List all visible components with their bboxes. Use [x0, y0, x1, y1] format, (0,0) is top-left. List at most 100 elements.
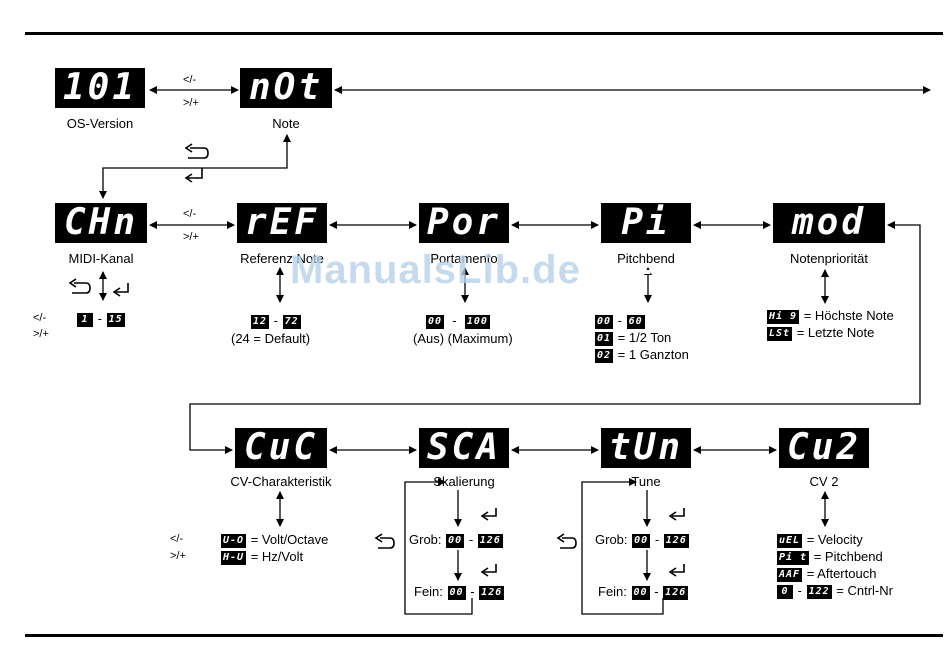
nav-next-cvc: >/+: [170, 550, 186, 562]
cvc-item-1-text: = Volt/Octave: [250, 532, 329, 547]
chip-mod-hi: Hi 9: [767, 309, 800, 324]
label-note-priority: Notenpriorität: [789, 251, 869, 266]
scaling-coarse-label: Grob:: [409, 532, 442, 547]
display-cv2: Cu2: [779, 428, 869, 468]
return-icon-note: [184, 143, 209, 159]
chip-por-from: 00: [426, 314, 445, 329]
chip-tun-g-to: 126: [663, 533, 689, 548]
scaling-coarse: Grob: 00 - 126: [409, 532, 504, 548]
nav-prev-chn: </-: [33, 312, 47, 324]
tune-fine-label: Fein:: [598, 584, 627, 599]
chip-ref-to: 72: [282, 314, 301, 329]
cv2-item-2-text: = Pitchbend: [813, 549, 883, 564]
display-os-version: 101: [55, 68, 145, 108]
cvc-item-1: U-O = Volt/Octave: [220, 532, 328, 548]
label-tune: Tune: [631, 474, 661, 489]
display-tune: tUn: [601, 428, 691, 468]
loop-sca: [404, 478, 473, 615]
label-cv2: CV 2: [809, 474, 839, 489]
dash: -: [654, 584, 659, 599]
pitchbend-item-2: 02 = 1 Ganzton: [594, 347, 689, 363]
scaling-fine: Fein: 00 - 126: [414, 584, 505, 600]
reference-default: (24 = Default): [231, 331, 311, 346]
chip-cvc-vo: U-O: [221, 533, 247, 548]
chip-sca-f-from: 00: [447, 585, 466, 600]
range-pitchbend: 00 - 60: [594, 313, 646, 329]
nav-next-chn: >/+: [33, 328, 49, 340]
chip-por-to: 100: [464, 314, 490, 329]
symbol-icons: [68, 143, 685, 577]
cv2-item-1: uEL = Velocity: [776, 532, 863, 548]
chip-tun-f-to: 126: [663, 585, 689, 600]
label-reference-note: Referenz Note: [240, 251, 324, 266]
return-icon-chn: [68, 278, 91, 294]
dash: -: [797, 583, 802, 598]
enter-icon-sca-2: [480, 564, 497, 577]
nav-prev-cvc: </-: [170, 533, 184, 545]
enter-icon-tun-2: [668, 564, 685, 577]
label-scaling: Skalierung: [433, 474, 495, 489]
chip-pit-02: 02: [595, 348, 614, 363]
return-icon-tun: [556, 533, 577, 549]
chip-pit-to: 60: [626, 314, 645, 329]
dash: -: [97, 311, 102, 326]
chip-cv2-vel: uEL: [777, 533, 803, 548]
chip-cv2-aft: AAF: [777, 567, 803, 582]
chip-cv2-cc-to: 122: [806, 584, 832, 599]
bottom-rule: [25, 634, 943, 637]
label-note: Note: [272, 116, 300, 131]
dash: -: [617, 313, 623, 328]
portamento-range-text: (Aus) (Maximum): [413, 331, 513, 346]
display-reference-note: rEF: [237, 203, 327, 243]
chip-cv2-cc-from: 0: [777, 584, 793, 599]
cv2-item-4: 0 - 122 = Cntrl-Nr: [776, 583, 893, 599]
tune-coarse: Grob: 00 - 126: [595, 532, 690, 548]
chip-chn-from: 1: [77, 312, 93, 327]
label-midi-channel: MIDI-Kanal: [68, 251, 134, 266]
chip-sca-g-to: 126: [477, 533, 503, 548]
display-cv-characteristic: CuC: [235, 428, 327, 468]
chip-ref-from: 12: [251, 314, 270, 329]
cv2-item-4-text: = Cntrl-Nr: [836, 583, 893, 598]
cv2-item-1-text: = Velocity: [806, 532, 863, 547]
display-note: nOt: [240, 68, 332, 108]
watermark: ManualsLib.de: [290, 248, 581, 292]
cv2-item-3: AAF = Aftertouch: [776, 566, 876, 582]
range-reference-note: 12 - 72: [250, 313, 302, 329]
pitchbend-item-1-text: = 1/2 Ton: [617, 330, 672, 345]
dash: -: [470, 584, 475, 599]
cv2-item-3-text: = Aftertouch: [806, 566, 877, 581]
enter-icon-sca-1: [480, 508, 497, 521]
display-pitchbend: Pi t: [601, 203, 691, 283]
display-portamento: Por: [419, 203, 509, 243]
cvc-item-2-text: = Hz/Volt: [250, 549, 304, 564]
pitchbend-item-2-text: = 1 Ganzton: [617, 347, 689, 362]
tune-coarse-label: Grob:: [595, 532, 628, 547]
chip-mod-lst: LSt: [767, 326, 793, 341]
dash: -: [654, 532, 660, 547]
enter-icon-chn: [112, 283, 129, 297]
tune-fine: Fein: 00 - 126: [598, 584, 689, 600]
nav-next-top: >/+: [183, 97, 199, 109]
range-portamento: 00 - 100: [425, 313, 491, 329]
nav-next-mid: >/+: [183, 231, 199, 243]
pitchbend-item-1: 01 = 1/2 Ton: [594, 330, 671, 346]
priority-item-1: Hi 9 = Höchste Note: [766, 308, 894, 324]
chip-cvc-hv: H-U: [221, 550, 247, 565]
nav-prev-top: </-: [183, 74, 197, 86]
chip-chn-to: 15: [106, 312, 125, 327]
top-rule: [25, 32, 943, 35]
display-scaling: SCA: [419, 428, 509, 468]
dash: -: [452, 313, 457, 328]
display-note-priority: mod: [773, 203, 885, 243]
return-icon-sca: [374, 533, 395, 549]
enter-icon-tun-1: [668, 508, 685, 521]
cv2-item-2: Pi t = Pitchbend: [776, 549, 883, 565]
scaling-fine-label: Fein:: [414, 584, 443, 599]
cvc-item-2: H-U = Hz/Volt: [220, 549, 303, 565]
label-cv-characteristic: CV-Charakteristik: [230, 474, 332, 489]
arrow-mod-cvc: [189, 221, 921, 454]
enter-icon-note: [184, 168, 203, 183]
loop-tun: [581, 478, 664, 615]
